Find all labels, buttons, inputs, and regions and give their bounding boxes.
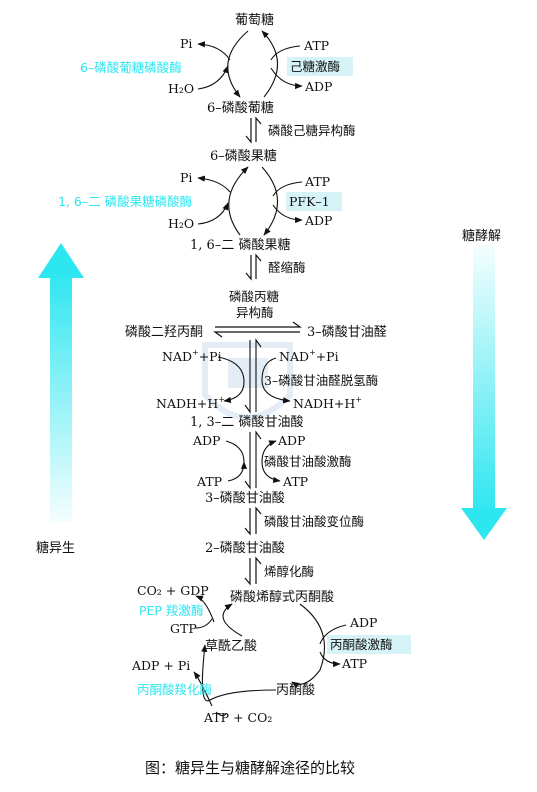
pfk-highlight	[286, 192, 342, 211]
atp-label-2: ATP	[304, 174, 330, 189]
tpi-arrows	[213, 321, 302, 338]
glycolysis-arrow	[461, 245, 507, 540]
pc-label: 丙酮酸羧化酶	[137, 682, 212, 697]
f6p-label: 6–磷酸果糖	[210, 148, 277, 164]
pepck-label: PEP 羧激酶	[139, 603, 203, 618]
g3p-label: 3–磷酸甘油醛	[307, 324, 387, 340]
pk-label: 丙酮酸激酶	[330, 637, 393, 652]
glucose-label: 葡萄糖	[235, 12, 274, 28]
hexokinase-highlight	[287, 57, 353, 76]
gluconeogenesis-label: 糖异生	[36, 540, 75, 556]
h2o-label-1: H₂O	[168, 81, 194, 96]
pyruvate-label: 丙酮酸	[276, 683, 315, 698]
pep-label: 磷酸烯醇式丙酮酸	[230, 589, 334, 605]
pgk-arrows	[225, 430, 281, 490]
adp-label-5: ADP	[349, 615, 377, 630]
aldolase-label: 醛缩酶	[268, 260, 306, 275]
bypass-arrows	[193, 595, 347, 717]
gtp-label: GTP	[170, 621, 197, 636]
atp-co2-label: ATP + CO₂	[203, 710, 272, 725]
pgm-label: 磷酸甘油酸变位酶	[264, 514, 364, 529]
pi-label-2: Pi	[180, 170, 192, 185]
pi-label-1: Pi	[180, 36, 192, 51]
nadh-label-2: NADH+H+	[293, 395, 362, 411]
pfk-label: PFK–1	[289, 194, 330, 209]
step3-arrows	[197, 166, 303, 236]
g6p-label: 6–磷酸葡糖	[207, 100, 274, 116]
adp-label-1: ADP	[304, 79, 332, 94]
pg3-label: 3–磷酸甘油酸	[205, 491, 285, 506]
pg2-label: 2–磷酸甘油酸	[205, 541, 285, 556]
pgk-label: 磷酸甘油酸激酶	[264, 454, 352, 469]
pk-highlight	[327, 635, 411, 654]
nadh-label-1: NADH+H+	[156, 395, 225, 411]
nad-label-2: NAD++Pi	[279, 348, 339, 364]
dhap-label: 磷酸二羟丙酮	[125, 325, 203, 340]
enolase-arrows	[244, 556, 262, 586]
gapdh-arrows	[217, 338, 291, 414]
hexokinase-label: 己糖激酶	[290, 59, 340, 74]
glycolysis-label: 糖酵解	[462, 228, 501, 244]
adp-label-4: ADP	[277, 433, 305, 448]
tpi-label-line1: 磷酸丙糖	[229, 289, 280, 304]
enolase-label: 烯醇化酶	[264, 564, 314, 579]
figure-caption: 图：糖异生与糖酵解途径的比较	[145, 759, 355, 777]
g6pase-label: 6–磷酸葡糖磷酸酶	[80, 60, 182, 75]
gluconeogenesis-arrow	[38, 243, 84, 522]
atp-label-5: ATP	[341, 656, 367, 671]
pgm-arrows	[244, 506, 262, 536]
isomerase-label: 磷酸己糖异构酶	[268, 123, 356, 138]
fbpase-label: 1, 6–二 磷酸果糖磷酸酶	[58, 194, 192, 209]
aldolase-arrows	[245, 253, 262, 281]
adp-label-2: ADP	[304, 213, 332, 228]
co2-gdp-label: CO₂ + GDP	[137, 583, 209, 598]
nad-label-1: NAD++Pi	[162, 348, 222, 364]
gapdh-label: 3–磷酸甘油醛脱氢酶	[264, 373, 378, 388]
oaa-label: 草酰乙酸	[205, 639, 257, 654]
adp-pi-label: ADP + Pi	[131, 658, 190, 673]
atp-label-1: ATP	[303, 38, 329, 53]
fbp-label: 1, 6–二 磷酸果糖	[190, 237, 290, 253]
isomerase-arrows	[245, 116, 262, 144]
adp-label-3: ADP	[192, 433, 220, 448]
step1-arrows	[197, 30, 303, 98]
atp-label-4: ATP	[282, 474, 308, 489]
tpi-label-line2: 异构酶	[236, 305, 274, 320]
atp-label-3: ATP	[196, 474, 222, 489]
h2o-label-2: H₂O	[168, 216, 194, 231]
bpg-label: 1, 3–二 磷酸甘油酸	[190, 415, 303, 430]
